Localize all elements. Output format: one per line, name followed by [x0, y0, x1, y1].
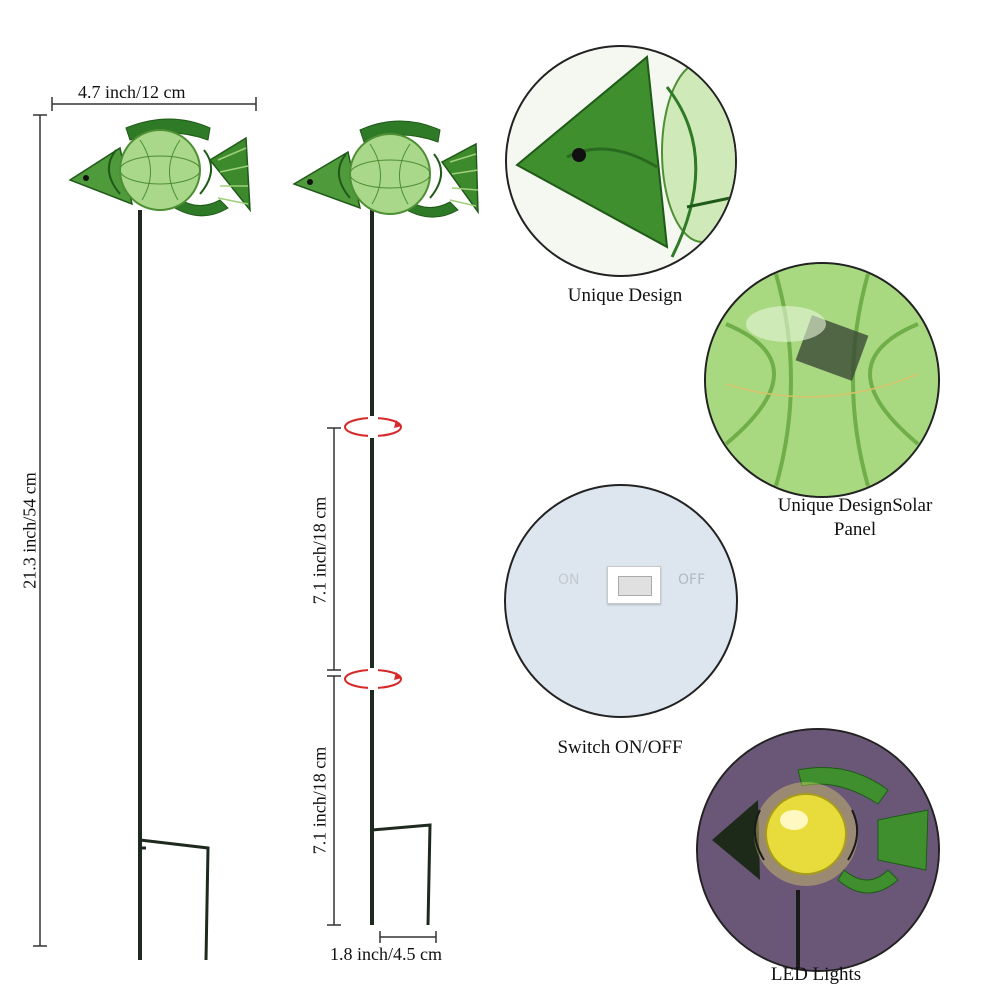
height-label: 21.3 inch/54 cm [19, 472, 40, 589]
width-dimension-line [51, 97, 257, 111]
width-label: 4.7 inch/12 cm [78, 82, 186, 102]
product-segmented-view: 7.1 inch/18 cm 7.1 inch/18 cm 1.8 inch/4… [280, 0, 510, 1000]
segment-lower-label: 7.1 inch/18 cm [309, 746, 330, 855]
segment-upper-label: 7.1 inch/18 cm [309, 496, 330, 605]
solar-globe-closeup-icon [706, 264, 938, 496]
caption-led-lights: LED Lights [770, 964, 862, 985]
rotate-joint-upper-icon [344, 416, 402, 438]
switch-on-text: ON [558, 572, 580, 588]
feature-solar-globe-closeup [704, 262, 940, 498]
product-full-view: 4.7 inch/12 cm 21.3 inch/54 cm [0, 0, 290, 1000]
height-dimension-line [33, 114, 47, 947]
switch-off-text: OFF [678, 572, 706, 588]
feature-fish-head-closeup [505, 45, 737, 277]
fish-stake-illustration [68, 118, 251, 961]
stake-width-label: 1.8 inch/4.5 cm [330, 944, 442, 964]
caption-solar-panel: Unique DesignSolar Panel [777, 495, 933, 540]
feature-led-lights-closeup [696, 728, 940, 972]
feature-switch-closeup: OFF ON [504, 484, 738, 718]
fish-head-closeup-icon [515, 55, 735, 258]
caption-unique-design: Unique Design [567, 285, 683, 306]
segment-dimension-lines [327, 427, 437, 943]
rotate-joint-lower-icon [344, 668, 402, 690]
fish-stake-segmented-illustration [292, 120, 479, 926]
lit-fish-lamp-closeup-icon [698, 730, 938, 970]
caption-switch: Switch ON/OFF [557, 737, 683, 758]
power-switch-icon[interactable] [607, 566, 661, 604]
